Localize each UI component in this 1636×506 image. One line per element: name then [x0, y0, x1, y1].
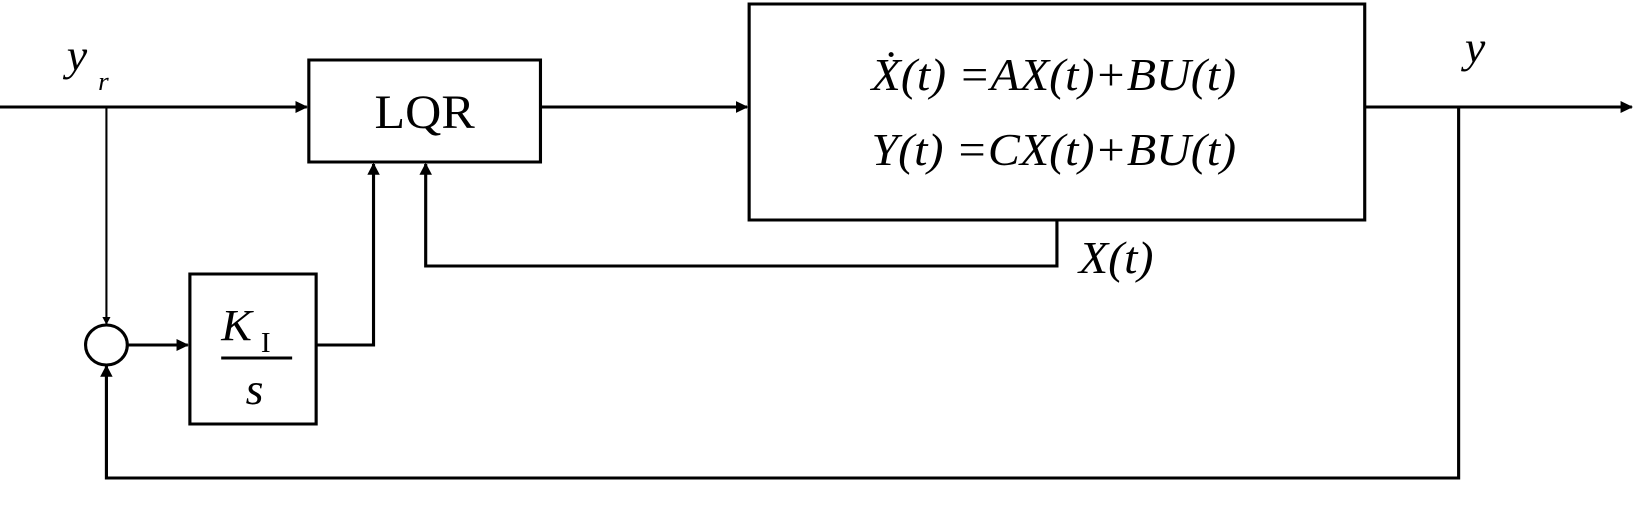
lqr-label: LQR [375, 85, 475, 139]
integrator-output-line [316, 162, 380, 347]
reference-subscript: r [98, 67, 109, 96]
integrator-gain-subscript: I [261, 329, 271, 359]
summing-junction [83, 323, 129, 367]
state-equation: Ẋ(t) =AX(t)+BU(t) [869, 50, 1236, 101]
reference-label: y [63, 31, 88, 80]
output-equation: Y(t) =CX(t)+BU(t) [871, 125, 1236, 176]
lqr-block [307, 58, 543, 164]
state-feedback-line [419, 162, 1059, 268]
state-label: X(t) [1077, 233, 1154, 284]
output-feedback-line [100, 107, 1461, 480]
plant-block [747, 2, 1367, 222]
integrator-gain: K [220, 301, 254, 350]
output-label: y [1461, 23, 1486, 72]
integrator-block [188, 272, 318, 426]
integrator-denominator: s [246, 365, 264, 414]
